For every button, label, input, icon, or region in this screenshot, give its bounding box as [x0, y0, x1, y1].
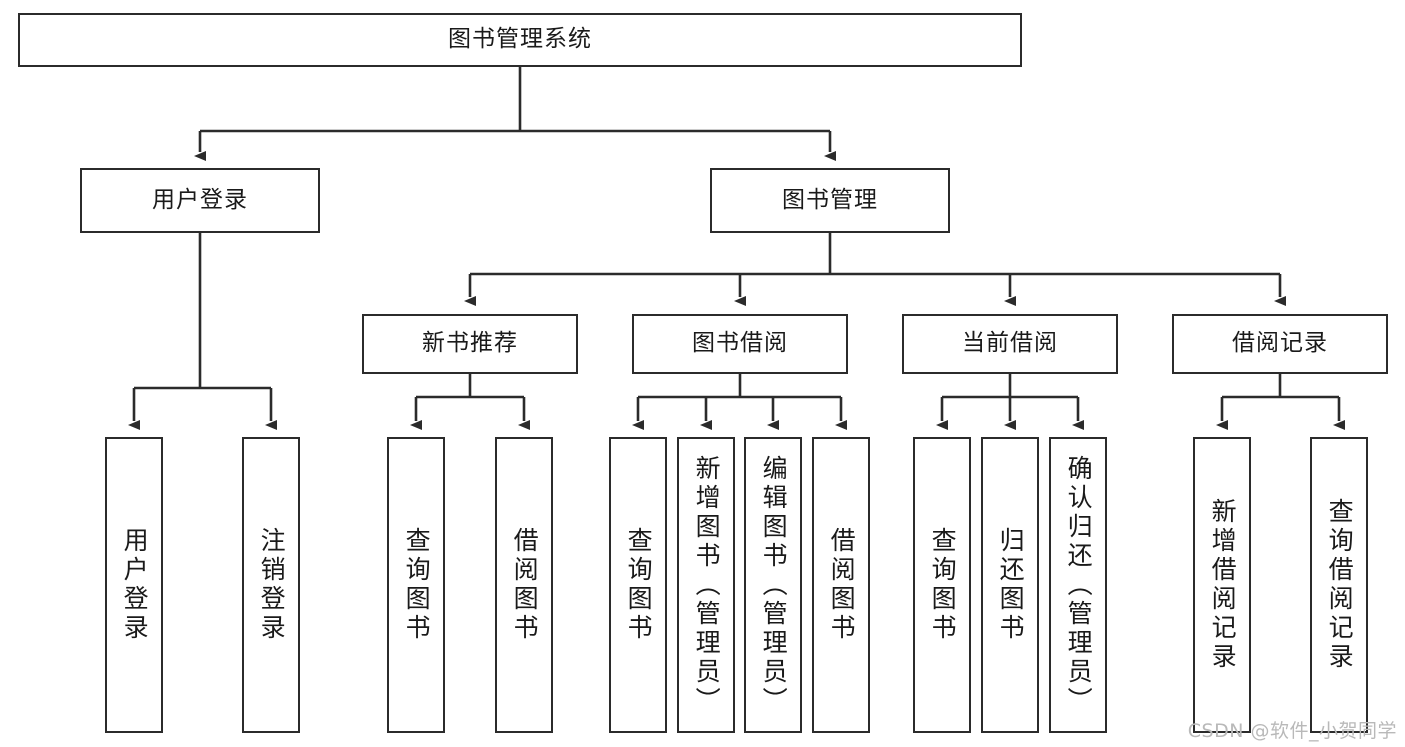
- node-label: 新书推荐: [422, 330, 518, 357]
- node-leaf-query-book-3[interactable]: 查询图书: [913, 437, 971, 733]
- node-label: 注销登录: [257, 527, 287, 643]
- node-root-book-management-system[interactable]: 图书管理系统: [18, 13, 1022, 67]
- node-label: 借阅图书: [510, 527, 540, 643]
- node-book-borrow[interactable]: 图书借阅: [632, 314, 848, 374]
- csdn-watermark: CSDN @软件_小贺同学: [1187, 720, 1397, 742]
- node-leaf-confirm-return[interactable]: 确认归还（管理员）: [1049, 437, 1107, 733]
- node-leaf-query-book-2[interactable]: 查询图书: [609, 437, 667, 733]
- node-leaf-add-book[interactable]: 新增图书（管理员）: [677, 437, 735, 733]
- node-leaf-borrow-book-1[interactable]: 借阅图书: [495, 437, 553, 733]
- node-book-management[interactable]: 图书管理: [710, 168, 950, 233]
- node-label: 借阅图书: [827, 527, 857, 643]
- node-label: 归还图书: [996, 527, 1026, 643]
- node-leaf-user-login[interactable]: 用户登录: [105, 437, 163, 733]
- node-label: 确认归还（管理员）: [1064, 454, 1094, 716]
- node-label: 查询借阅记录: [1325, 498, 1355, 672]
- node-leaf-return-book[interactable]: 归还图书: [981, 437, 1039, 733]
- node-new-book-recommend[interactable]: 新书推荐: [362, 314, 578, 374]
- node-label: 用户登录: [120, 527, 150, 643]
- node-label: 借阅记录: [1232, 330, 1328, 357]
- node-label: 图书管理系统: [448, 26, 592, 53]
- node-label: 新增图书（管理员）: [692, 454, 722, 716]
- node-leaf-query-record[interactable]: 查询借阅记录: [1310, 437, 1368, 733]
- node-label: 查询图书: [624, 527, 654, 643]
- node-leaf-add-record[interactable]: 新增借阅记录: [1193, 437, 1251, 733]
- node-label: 用户登录: [152, 186, 248, 213]
- node-label: 新增借阅记录: [1208, 498, 1238, 672]
- node-leaf-user-logout[interactable]: 注销登录: [242, 437, 300, 733]
- node-borrow-record[interactable]: 借阅记录: [1172, 314, 1388, 374]
- node-label: 查询图书: [402, 527, 432, 643]
- node-label: 编辑图书（管理员）: [759, 454, 789, 716]
- node-label: 图书借阅: [692, 330, 788, 357]
- node-label: 当前借阅: [962, 330, 1058, 357]
- node-leaf-edit-book[interactable]: 编辑图书（管理员）: [744, 437, 802, 733]
- node-leaf-borrow-book-2[interactable]: 借阅图书: [812, 437, 870, 733]
- node-label: 图书管理: [782, 186, 878, 213]
- node-leaf-query-book-1[interactable]: 查询图书: [387, 437, 445, 733]
- node-label: 查询图书: [928, 527, 958, 643]
- node-user-login[interactable]: 用户登录: [80, 168, 320, 233]
- node-current-borrow[interactable]: 当前借阅: [902, 314, 1118, 374]
